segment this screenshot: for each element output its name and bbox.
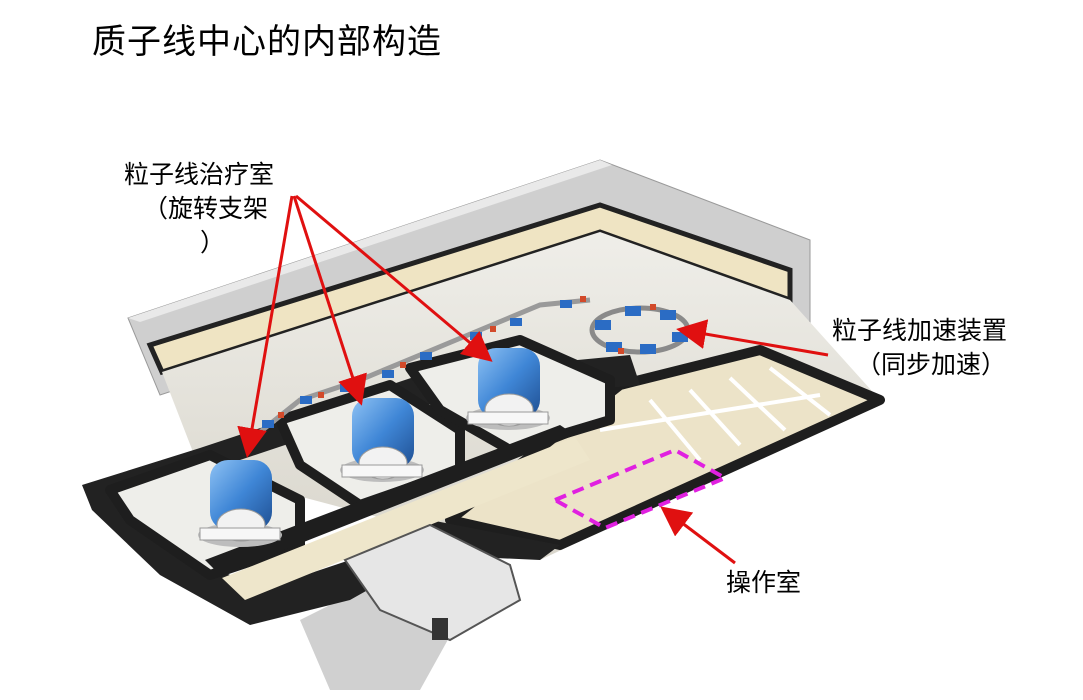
gantry-2 xyxy=(340,398,424,482)
accelerator-arrow xyxy=(676,319,829,357)
accelerator-sublabel: （同步加速） xyxy=(856,350,1007,379)
treatment-room-sublabel: （旋转支架 xyxy=(143,194,269,223)
accelerator-label: 粒子线加速装置 xyxy=(832,316,1008,345)
treatment-room-sublabel-close: ） xyxy=(200,228,226,257)
corridor-wall xyxy=(205,425,575,575)
operation-arrow xyxy=(660,506,736,565)
treatment-room-label: 粒子线治疗室 xyxy=(124,160,275,189)
corridor-floor xyxy=(222,437,590,600)
page-title: 质子线中心的内部构造 xyxy=(92,22,442,62)
beam-couplers xyxy=(278,296,586,418)
operation-room-highlight xyxy=(550,447,730,531)
gantry-3 xyxy=(466,348,550,430)
operations-partitions xyxy=(599,366,832,462)
operation-room-label: 操作室 xyxy=(726,568,802,597)
gantry-1 xyxy=(198,460,282,547)
back-wall-top xyxy=(128,160,612,322)
treatment-arrows xyxy=(237,194,493,458)
entrance-pillar xyxy=(432,618,448,640)
outer-wall xyxy=(82,355,640,625)
entrance-block xyxy=(343,523,522,642)
